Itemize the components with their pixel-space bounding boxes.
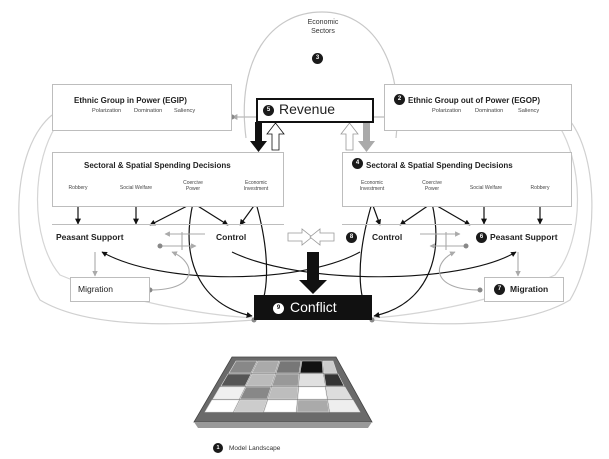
right-spending-title: Sectoral & Spatial Spending Decisions: [366, 161, 513, 170]
hollow-arrow-right-control: [309, 228, 335, 246]
right-spending-to-revenue: [340, 122, 359, 151]
revenue-to-right-spending: [358, 122, 375, 152]
egop-sub-saliency: Saliency: [518, 108, 540, 114]
outer-loop-left: [18, 114, 255, 325]
conflict-label: Conflict: [290, 299, 337, 315]
economic-sectors-ellipse: [243, 11, 398, 139]
outer-loop-left-2: [36, 119, 255, 319]
left-spending-coercive-power: Coercive Power: [183, 180, 203, 192]
left-row-box: [52, 224, 284, 252]
right-peasant-support-label: Peasant Support: [490, 232, 558, 242]
egop-title: Ethnic Group out of Power (EGOP): [408, 96, 540, 105]
left-spending-social-welfare: Social Welfare: [119, 185, 153, 191]
egip-sub-saliency: Saliency: [174, 108, 196, 114]
left-spending-economic-investment: Economic Investment: [243, 180, 269, 192]
egop-sub-polarization: Polarization: [432, 108, 462, 114]
right-migration-label: Migration: [510, 284, 549, 294]
egip-sub-polarization: Polarization: [92, 108, 122, 114]
right-spending-badge: 4: [352, 158, 363, 169]
landscape-label: Model Landscape: [229, 445, 281, 452]
right-spending-economic-investment: Economic Investment: [359, 180, 385, 192]
left-spending-box: [52, 152, 284, 207]
right-control-label: Control: [372, 232, 403, 242]
left-migration-box: [70, 277, 150, 302]
left-spending-to-revenue: [266, 122, 285, 151]
revenue-to-left-spending: [250, 122, 267, 152]
link-coercive-conflict-left: [188, 202, 253, 318]
link-migration-loop-left: [149, 251, 190, 291]
right-spending-social-welfare: Social Welfare: [469, 185, 503, 191]
right-spending-box: [342, 152, 572, 207]
revenue-badge: 5: [263, 105, 274, 116]
left-spending-robbery: Robbery: [68, 185, 88, 191]
hollow-arrow-left-control: [287, 228, 313, 246]
arrow-to-conflict: [299, 252, 327, 294]
right-migration-badge: 7: [494, 284, 505, 295]
left-spending-title: Sectoral & Spatial Spending Decisions: [84, 161, 231, 170]
left-control-label: Control: [216, 232, 247, 242]
outer-loop-right-2: [371, 119, 579, 319]
left-migration-label: Migration: [78, 284, 113, 294]
egip-title: Ethnic Group in Power (EGIP): [74, 96, 187, 105]
right-control-badge: 8: [346, 232, 357, 243]
economic-sectors-badge: 3: [312, 53, 323, 64]
outer-loop-right: [371, 114, 593, 325]
egip-sub-domination: Domination: [134, 108, 163, 114]
link-migration-loop-right: [439, 251, 481, 291]
landscape-badge: 1: [213, 443, 223, 453]
conflict-badge: 9: [272, 302, 285, 315]
model-landscape: [193, 356, 373, 428]
left-peasant-support-label: Peasant Support: [56, 232, 124, 242]
egop-box: [384, 84, 572, 131]
revenue-box: [256, 98, 374, 123]
right-row-box: [342, 224, 572, 252]
egop-badge: 2: [394, 94, 405, 105]
link-coercive-conflict-right: [373, 202, 437, 318]
economic-sectors-line1: Economic: [307, 19, 339, 26]
right-spending-coercive-power: Coercive Power: [422, 180, 442, 192]
link-control-left-to-peasant-right: [231, 251, 517, 278]
right-spending-robbery: Robbery: [530, 185, 550, 191]
egop-sub-domination: Domination: [475, 108, 504, 114]
economic-sectors-line2: Sectors: [311, 28, 335, 35]
economic-sectors-label: Economic Sectors: [288, 18, 358, 36]
right-peasant-support-badge: 6: [476, 232, 487, 243]
revenue-label: Revenue: [279, 101, 336, 117]
egip-box: [52, 84, 232, 131]
link-control-right-to-peasant-left: [101, 251, 361, 278]
